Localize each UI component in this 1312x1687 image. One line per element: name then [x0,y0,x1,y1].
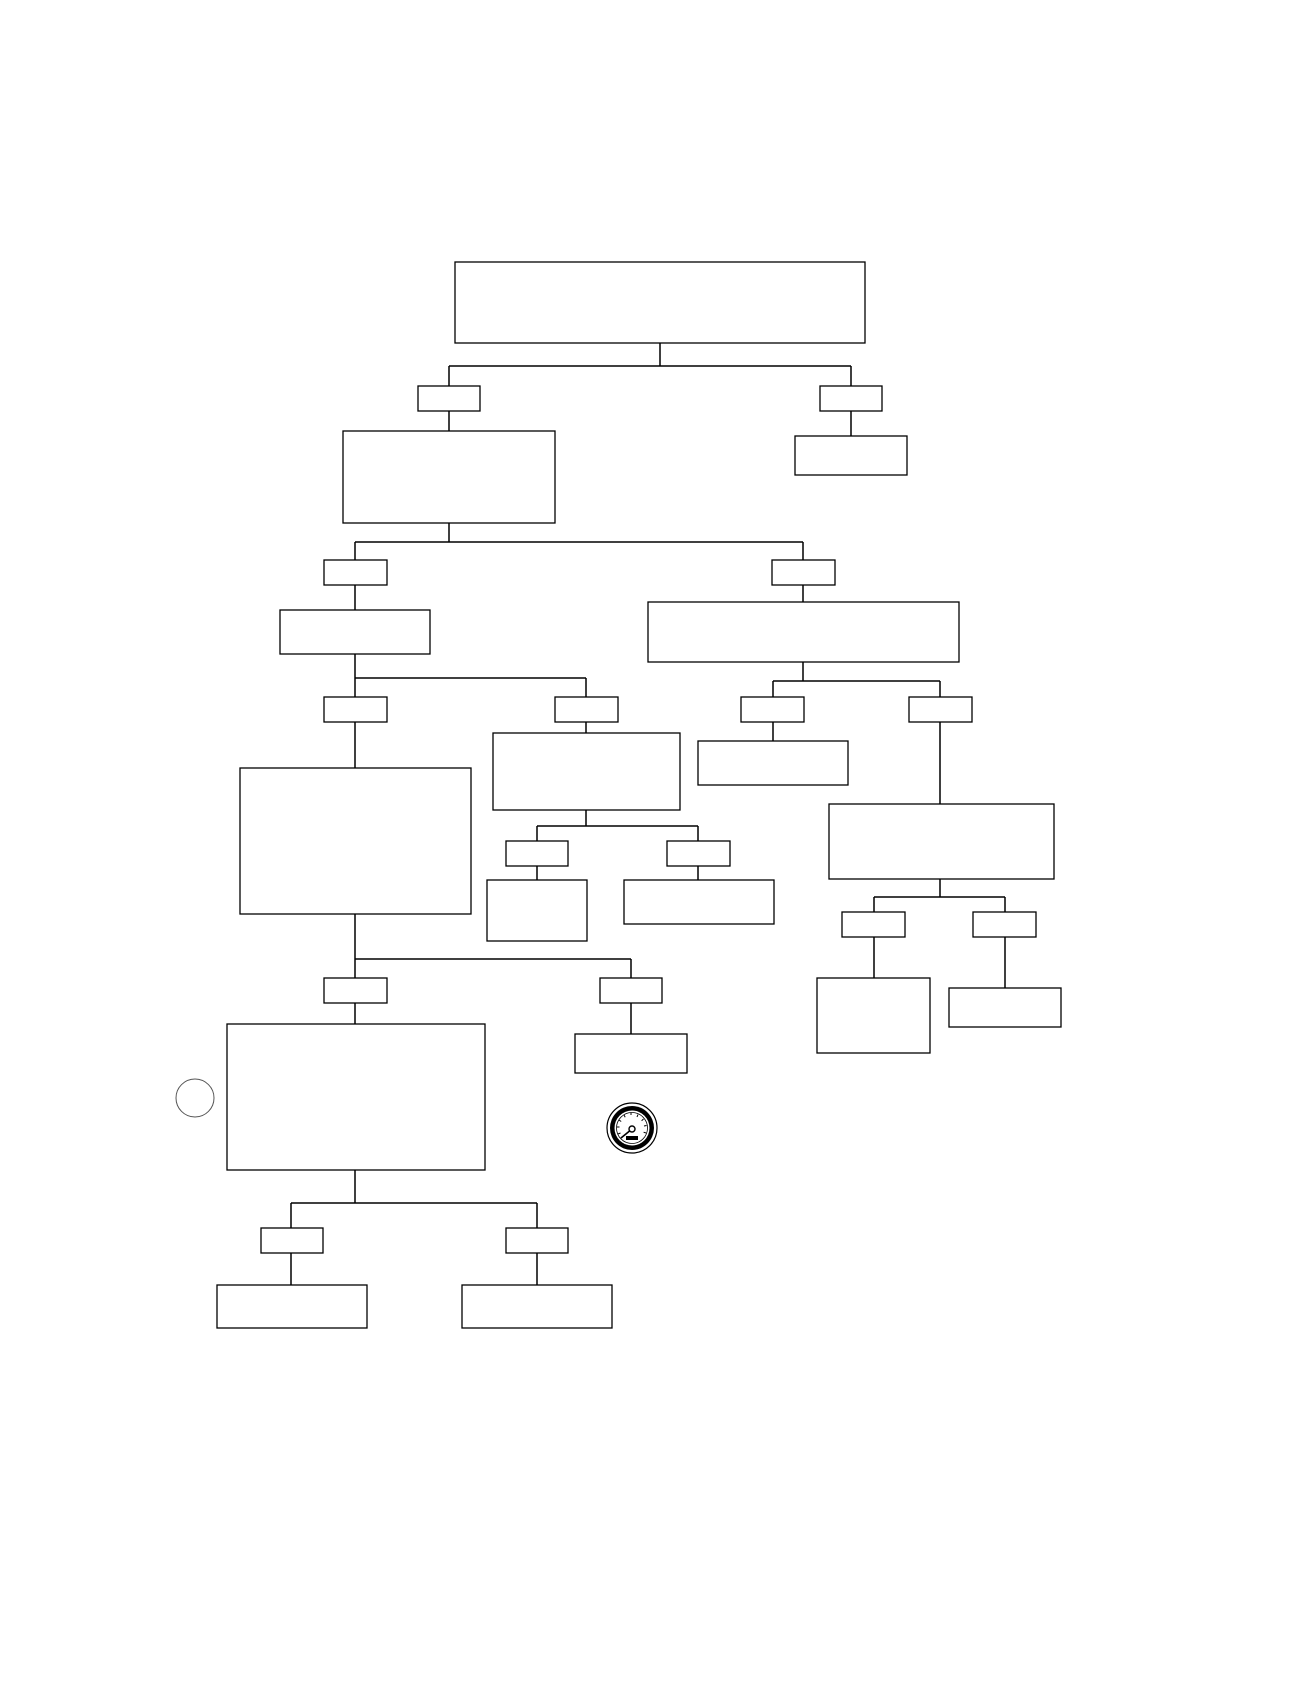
blank-circle-icon [175,1078,215,1118]
branch-label-l2-right [771,559,836,586]
branch-label-l4-e [323,977,388,1004]
connector-node-left-2 [354,654,587,697]
branch-label-l4-f [599,977,663,1004]
speedometer-gauge-icon [606,1102,658,1154]
connector-level3-right [772,722,941,804]
connector-level4-middle [536,866,699,880]
leaf-right-1 [794,435,908,476]
leaf-bottom-a [216,1284,368,1329]
connector-level4-right [873,937,1006,988]
branch-label-l3-a [323,696,388,723]
connector-level2 [354,585,804,610]
branch-label-l3-b [554,696,619,723]
node-left-2 [279,609,431,655]
node-left-1 [342,430,556,524]
branch-label-l5-b [505,1227,569,1254]
leaf-middle-a [486,879,588,942]
node-large-bottom [226,1023,486,1171]
branch-label-l4-c [841,911,906,938]
connector-node-far-right [873,879,1006,912]
branch-label-l5-a [260,1227,324,1254]
connector-level3-left [354,722,587,768]
leaf-right-3 [697,740,849,786]
branch-label-l4-d [972,911,1037,938]
branch-label-l4-b [666,840,731,867]
connector-root [448,343,852,386]
connector-level5 [290,1253,538,1285]
connector-level1 [448,411,852,436]
connector-node-right-2 [772,662,941,697]
branch-label-left [417,385,481,412]
connector-node-large-bottom [290,1170,538,1228]
branch-label-l2-left [323,559,388,586]
connector-node-middle [536,810,699,841]
branch-label-l3-d [908,696,973,723]
branch-label-l3-c [740,696,805,723]
root-node [454,261,866,344]
leaf-far-right-a [816,977,931,1054]
node-right-2 [647,601,960,663]
node-middle [492,732,681,811]
leaf-far-right-b [948,987,1062,1028]
connector-node-large-left [354,914,632,978]
connector-level4-left [354,1003,632,1034]
leaf-bottom-b [461,1284,613,1329]
connector-node-left-1 [354,523,804,560]
leaf-middle-b [623,879,775,925]
branch-label-l4-a [505,840,569,867]
branch-label-right [819,385,883,412]
node-far-right [828,803,1055,880]
leaf-bottom-right [574,1033,688,1074]
node-large-left [239,767,472,915]
